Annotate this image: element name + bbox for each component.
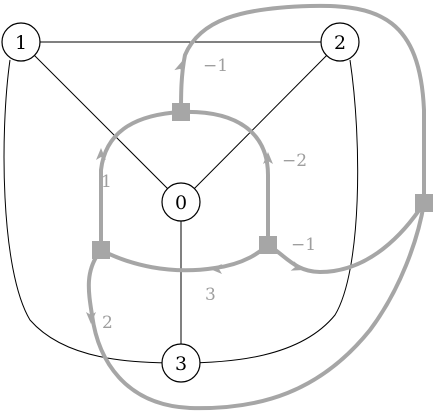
edge-2-0 <box>180 41 341 203</box>
vertex-0: 0 <box>161 182 201 222</box>
arrow-top-icon <box>174 60 184 74</box>
dual-edge-right <box>266 201 426 274</box>
dual-vertex-left <box>92 241 110 259</box>
dual-edge-outer-bottom <box>86 201 426 411</box>
edge-2-3 <box>180 59 359 364</box>
arrow-right-icon <box>290 261 304 271</box>
edge-1-3 <box>3 59 182 364</box>
arrow-left-up-icon <box>96 148 106 160</box>
vertex-1: 1 <box>1 22 41 62</box>
vertex-0-label: 0 <box>175 192 187 214</box>
dual-edge-upper-right <box>179 109 270 247</box>
dual-vertex-top <box>172 103 190 121</box>
arrow-right-up-icon <box>263 152 273 164</box>
dual-edges <box>86 3 426 411</box>
vertex-3-label: 3 <box>175 353 187 375</box>
vertex-3: 3 <box>161 343 201 383</box>
dual-edge-top <box>179 3 426 205</box>
dual-label-right-up: −2 <box>282 151 307 171</box>
dual-edge-labels: −1 −2 −1 3 1 2 <box>101 56 316 333</box>
dual-edge-bottom-middle <box>99 243 270 273</box>
dual-vertex-right <box>259 236 277 254</box>
dual-arrowheads <box>86 60 304 324</box>
dual-label-outer: 2 <box>102 313 113 333</box>
arrow-down-icon <box>86 312 96 324</box>
dual-label-top: −1 <box>203 56 228 76</box>
dual-label-bottom: 3 <box>205 285 216 305</box>
primal-vertices: 1 2 0 3 <box>1 22 360 383</box>
vertex-1-label: 1 <box>15 32 27 54</box>
vertex-2: 2 <box>320 22 360 62</box>
dual-label-right: −1 <box>291 235 316 255</box>
dual-label-left: 1 <box>101 172 112 192</box>
primal-edges <box>3 41 359 364</box>
dual-vertex-outer <box>415 194 433 212</box>
vertex-2-label: 2 <box>334 32 346 54</box>
dual-edge-upper-left <box>99 110 183 252</box>
arrow-bottom-left-icon <box>210 264 222 274</box>
dual-vertices <box>92 103 433 259</box>
edge-1-0 <box>20 41 182 203</box>
